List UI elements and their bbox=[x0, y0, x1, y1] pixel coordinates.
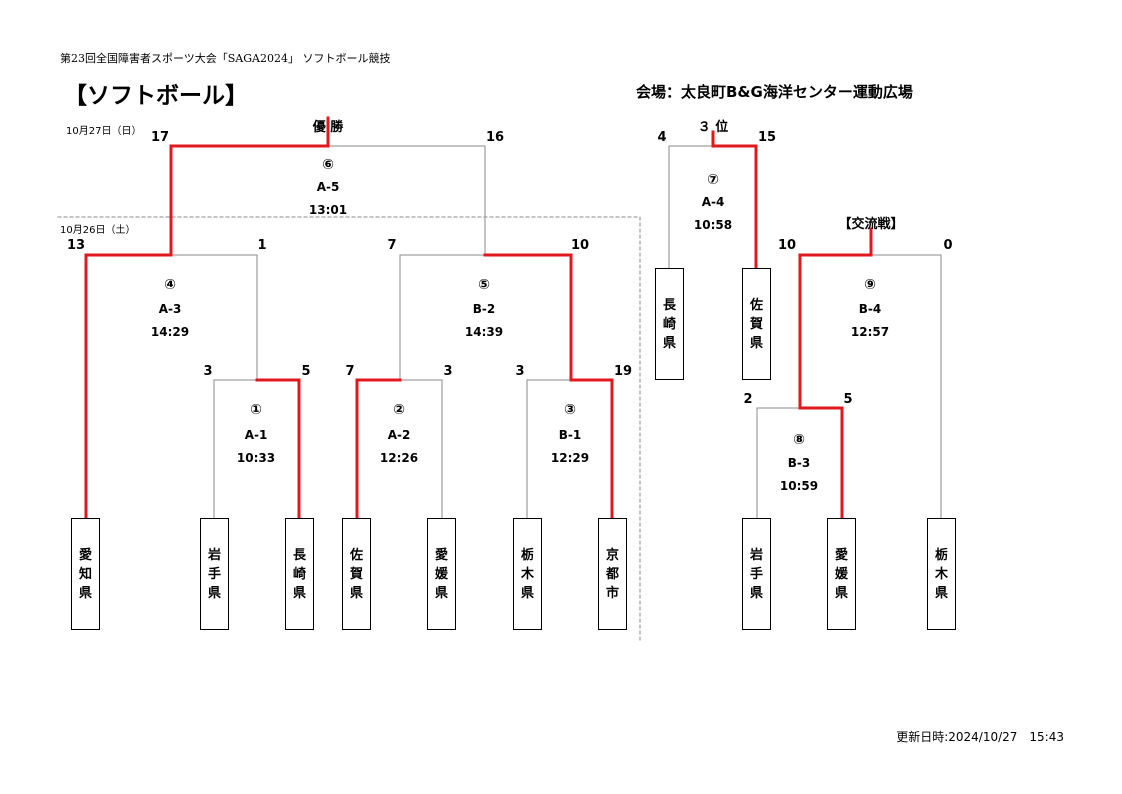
m3-time: 12:29 bbox=[550, 451, 590, 465]
team-saga-1: 佐賀県 bbox=[342, 518, 371, 630]
m6-code: A-5 bbox=[316, 180, 340, 194]
m5-number: ⑤ bbox=[478, 277, 490, 293]
line-m6-right bbox=[327, 145, 486, 256]
m6-score-left: 17 bbox=[150, 130, 170, 145]
m1-score-right: 5 bbox=[301, 364, 311, 379]
m4-code: A-3 bbox=[158, 302, 182, 316]
event-title: 第23回全国障害者スポーツ大会「SAGA2024」 ソフトボール競技 bbox=[60, 52, 391, 65]
m4-score-left: 13 bbox=[66, 238, 86, 253]
m9-score-right: 0 bbox=[943, 238, 953, 253]
m8-score-right: 5 bbox=[843, 392, 853, 407]
m7-code: A-4 bbox=[701, 195, 725, 209]
team-tochigi-2: 栃木県 bbox=[927, 518, 956, 630]
sport-title: 【ソフトボール】 bbox=[64, 83, 248, 109]
m2-score-right: 3 bbox=[443, 364, 453, 379]
m8-score-left: 2 bbox=[743, 392, 753, 407]
team-saga-2: 佐賀県 bbox=[742, 268, 771, 380]
line-m5-left bbox=[399, 254, 486, 381]
m2-code: A-2 bbox=[387, 428, 411, 442]
m7-score-left: 4 bbox=[657, 130, 667, 145]
m7-time: 10:58 bbox=[693, 218, 733, 232]
win-m4 bbox=[84, 253, 173, 520]
m7-score-right: 15 bbox=[757, 130, 777, 145]
m3-number: ③ bbox=[564, 402, 576, 418]
team-nagasaki-2: 長崎県 bbox=[655, 268, 684, 380]
win-m8 bbox=[798, 406, 844, 520]
line-m4-right bbox=[170, 254, 258, 381]
m5-score-left: 7 bbox=[387, 238, 397, 253]
m2-score-left: 7 bbox=[345, 364, 355, 379]
team-ehime-1: 愛媛県 bbox=[427, 518, 456, 630]
m9-code: B-4 bbox=[858, 302, 882, 316]
third-place-title: ３ 位 bbox=[697, 120, 729, 135]
m3-score-left: 3 bbox=[515, 364, 525, 379]
m2-time: 12:26 bbox=[379, 451, 419, 465]
m9-time: 12:57 bbox=[850, 325, 890, 339]
m3-code: B-1 bbox=[558, 428, 582, 442]
line-m1-left bbox=[213, 379, 258, 519]
m4-score-right: 1 bbox=[257, 238, 267, 253]
team-kyoto: 京都市 bbox=[598, 518, 627, 630]
m8-code: B-3 bbox=[787, 456, 811, 470]
m6-number: ⑥ bbox=[322, 157, 334, 173]
win-m2 bbox=[355, 378, 402, 520]
team-aichi: 愛知県 bbox=[71, 518, 100, 630]
line-m3-left bbox=[526, 379, 572, 519]
team-ehime-2: 愛媛県 bbox=[827, 518, 856, 630]
line-m2-right bbox=[399, 379, 443, 519]
m6-time: 13:01 bbox=[308, 203, 348, 217]
m1-score-left: 3 bbox=[203, 364, 213, 379]
m2-number: ② bbox=[393, 402, 405, 418]
team-iwate-1: 岩手県 bbox=[200, 518, 229, 630]
m9-number: ⑨ bbox=[864, 277, 876, 293]
win-m3 bbox=[569, 378, 614, 520]
line-m7-left bbox=[668, 145, 714, 269]
m8-number: ⑧ bbox=[793, 432, 805, 448]
m5-time: 14:39 bbox=[464, 325, 504, 339]
win-m7 bbox=[711, 130, 758, 270]
m5-code: B-2 bbox=[472, 302, 496, 316]
team-iwate-2: 岩手県 bbox=[742, 518, 771, 630]
m1-time: 10:33 bbox=[236, 451, 276, 465]
venue-label: 会場：太良町B&G海洋センター運動広場 bbox=[636, 83, 913, 101]
line-m8-left bbox=[756, 407, 801, 519]
m6-score-right: 16 bbox=[485, 130, 505, 145]
m7-number: ⑦ bbox=[707, 172, 719, 188]
date-day2: 10月27日（日） bbox=[66, 126, 142, 137]
line-m9-right bbox=[870, 254, 942, 519]
m1-code: A-1 bbox=[244, 428, 268, 442]
m1-number: ① bbox=[250, 402, 262, 418]
m3-score-right: 19 bbox=[613, 364, 633, 379]
m8-time: 10:59 bbox=[779, 479, 819, 493]
date-divider bbox=[57, 216, 641, 641]
date-day1: 10月26日（土） bbox=[60, 225, 136, 236]
m4-number: ④ bbox=[164, 277, 176, 293]
m4-time: 14:29 bbox=[150, 325, 190, 339]
champion-title: 優 勝 bbox=[312, 120, 344, 135]
m5-score-right: 10 bbox=[570, 238, 590, 253]
updated-timestamp: 更新日時:2024/10/27 15:43 bbox=[896, 730, 1064, 744]
team-tochigi-1: 栃木県 bbox=[513, 518, 542, 630]
win-m9 bbox=[798, 227, 873, 410]
win-m5 bbox=[483, 253, 573, 382]
m9-score-left: 10 bbox=[777, 238, 797, 253]
exchange-title: 【交流戦】 bbox=[838, 217, 904, 232]
team-nagasaki-1: 長崎県 bbox=[285, 518, 314, 630]
win-m6 bbox=[169, 116, 330, 257]
win-m1 bbox=[255, 378, 301, 520]
